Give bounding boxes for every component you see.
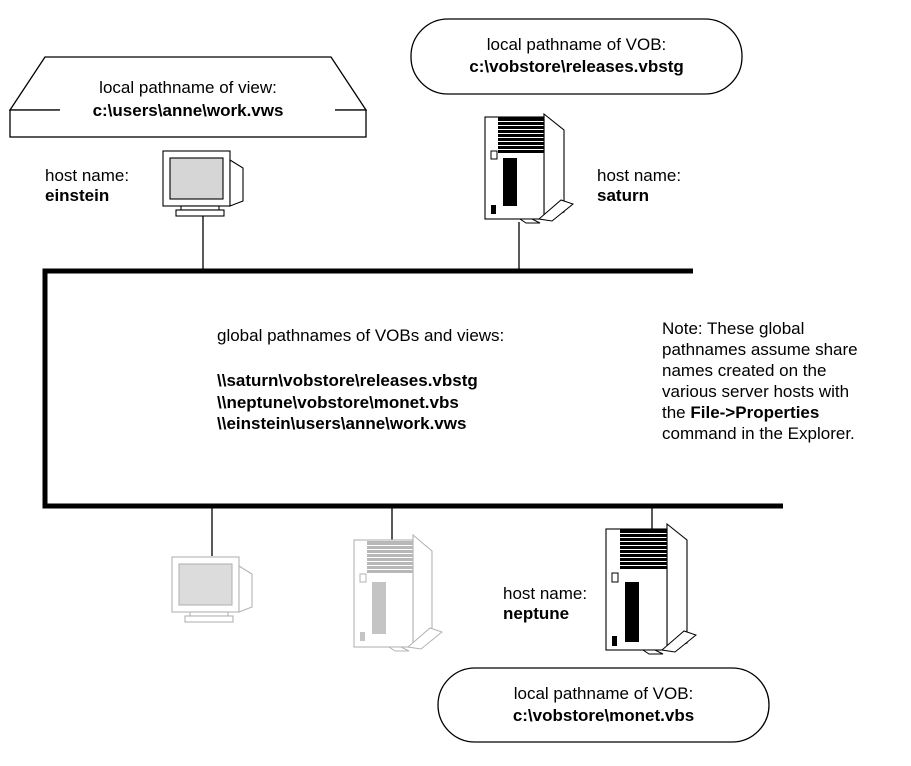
vob-top-box — [410, 18, 743, 95]
server-icon-neptune — [605, 522, 698, 655]
file-properties-command: File->Properties — [690, 403, 820, 422]
monitor-icon-einstein — [162, 150, 244, 217]
host-name-neptune: neptune — [503, 604, 570, 623]
network-bus — [42, 268, 783, 509]
global-path-einstein: \\einstein\users\anne\work.vws — [217, 414, 467, 433]
note-line-2: pathnames assume share — [662, 340, 858, 359]
host-name-einstein: einstein — [45, 186, 110, 205]
host-label-einstein: host name: — [45, 166, 130, 185]
note-line-5: the File->Properties — [662, 402, 858, 423]
view-storage-box — [8, 56, 368, 138]
host-label-neptune: host name: — [503, 584, 588, 603]
note-line-5-prefix: the — [662, 403, 691, 422]
note-line-3: names created on the — [662, 361, 827, 380]
global-path-neptune: \\neptune\vobstore\monet.vbs — [217, 392, 459, 412]
host-name-saturn: saturn — [597, 186, 649, 205]
note-line-6: command in the Explorer. — [662, 424, 855, 443]
vob-bottom-path: c:\vobstore\monet.vbs — [512, 706, 695, 725]
vob-top-path: c:\vobstore\releases.vbstg — [469, 57, 684, 76]
host-label-saturn: host name: — [597, 166, 682, 185]
vob-bottom-box — [437, 667, 770, 743]
view-box-path: c:\users\anne\work.vws — [92, 101, 284, 120]
share-note: Note: These global pathnames assume shar… — [662, 318, 858, 444]
server-icon-gray — [353, 533, 444, 652]
global-pathnames-heading: global pathnames of VOBs and views: — [217, 326, 505, 345]
server-icon-saturn — [484, 112, 575, 224]
vob-bottom-heading: local pathname of VOB: — [513, 684, 694, 703]
view-box-heading: local pathname of view: — [99, 78, 277, 97]
note-line-1: Note: These global — [662, 319, 805, 338]
global-pathnames-list: \\saturn\vobstore\releases.vbstg \\neptu… — [217, 370, 478, 435]
global-path-saturn: \\saturn\vobstore\releases.vbstg — [217, 371, 478, 390]
monitor-icon-gray — [171, 556, 253, 623]
vob-top-heading: local pathname of VOB: — [486, 35, 667, 54]
note-line-4: various server hosts with — [662, 382, 850, 401]
drop-lines — [202, 215, 653, 556]
